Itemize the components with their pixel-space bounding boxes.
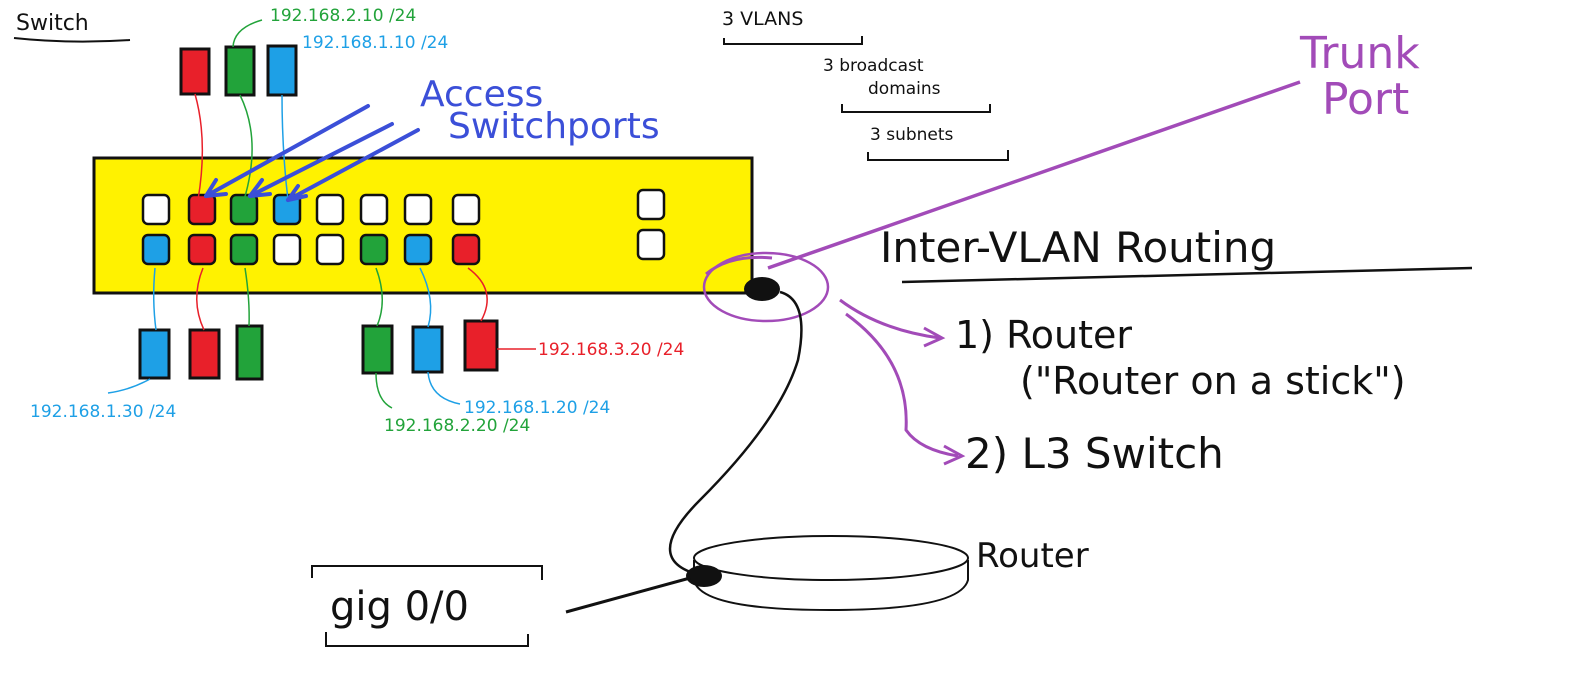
vlans-bracket: [723, 36, 863, 45]
cable-bottom-green-1: [244, 267, 250, 327]
port-top-7-white: [403, 193, 433, 226]
arrow-to-option-1: [839, 298, 941, 340]
trunk-port-circle: [702, 251, 830, 323]
host-bottom-red-2: [463, 319, 499, 372]
port-bottom-2-red: [187, 233, 217, 266]
broadcast-label-2: domains: [868, 79, 941, 99]
cable-bottom-green-2: [375, 267, 383, 327]
access-label-line2: Switchports: [448, 106, 660, 147]
interface-pointer: [565, 576, 691, 614]
router-uplink-cable: [668, 290, 803, 577]
switch-ports-top-row: [141, 193, 481, 226]
arrow-to-option-2-head: [943, 444, 966, 466]
subnets-label: 3 subnets: [870, 125, 954, 145]
host-blue-bottom-left-ip: 192.168.1.30 /24: [30, 402, 176, 422]
cable-top-green: [239, 94, 253, 201]
host-bottom-green-2: [361, 324, 394, 375]
host-green-bottom-ip: 192.168.2.20 /24: [384, 416, 530, 436]
port-top-1-white: [141, 193, 171, 226]
trunk-label-line1: Trunk: [1299, 28, 1420, 79]
router-port-connector: [686, 565, 722, 587]
host-top-green: [224, 45, 256, 97]
port-top-3-green: [229, 193, 259, 226]
access-arrows: [204, 104, 420, 202]
host-bottom-blue-1: [138, 328, 171, 380]
cable-bottom-blue-1: [152, 267, 157, 331]
broadcast-label-1: 3 broadcast: [823, 56, 924, 76]
router-body: [693, 560, 969, 612]
cable-bottom-blue-2: [419, 267, 432, 328]
interface-bracket-top: [311, 565, 543, 580]
intervlan-underline: [901, 266, 1473, 284]
option-2-l3-switch: 2) L3 Switch: [965, 429, 1224, 478]
port-bottom-4-white: [272, 233, 302, 266]
switch-title: Switch: [16, 11, 89, 36]
interface-bracket-bottom: [325, 632, 529, 647]
router-top: [693, 535, 969, 581]
green-top-leader: [232, 19, 263, 48]
leader-blue-bottom-2: [427, 371, 461, 405]
option-1-router-on-a-stick: ("Router on a stick"): [1020, 359, 1406, 403]
access-label-line1: Access: [420, 74, 543, 115]
arrow-to-option-2: [845, 312, 959, 458]
host-top-red: [179, 47, 211, 96]
cable-bottom-red-2: [467, 267, 488, 322]
port-top-2-red: [187, 193, 217, 226]
interface-label: gig 0/0: [330, 584, 469, 630]
host-red-bottom-ip: 192.168.3.20 /24: [538, 340, 684, 360]
router-label: Router: [976, 536, 1089, 576]
port-top-8-white: [451, 193, 481, 226]
host-blue-bottom-mid-ip: 192.168.1.20 /24: [464, 398, 610, 418]
cable-top-blue: [281, 94, 289, 201]
switch-uplink-ports: [636, 188, 666, 261]
leader-green-bottom: [375, 372, 393, 409]
leader-blue-bottom-1: [107, 378, 151, 394]
broadcast-bracket: [841, 104, 991, 113]
host-blue-top-ip: 192.168.1.10 /24: [302, 33, 448, 53]
switch-ports-bottom-row: [141, 233, 481, 266]
trunk-pointer-line: [767, 80, 1301, 270]
port-bottom-5-white: [315, 233, 345, 266]
cable-top-red: [194, 93, 204, 201]
port-bottom-6-green: [359, 233, 389, 266]
host-bottom-red-1: [188, 328, 221, 380]
intervlan-title: Inter-VLAN Routing: [880, 223, 1276, 272]
port-bottom-7-blue: [403, 233, 433, 266]
host-top-blue: [266, 44, 298, 97]
switch-title-underline: [13, 37, 131, 43]
port-top-6-white: [359, 193, 389, 226]
switch-body: [92, 156, 754, 295]
port-bottom-8-red: [451, 233, 481, 266]
host-green-top-ip: 192.168.2.10 /24: [270, 6, 416, 26]
cable-bottom-red-1: [196, 267, 205, 331]
uplink-port-1: [636, 188, 666, 221]
host-bottom-green-1: [235, 324, 264, 381]
port-top-5-white: [315, 193, 345, 226]
arrow-to-option-1-head: [923, 326, 946, 348]
host-bottom-blue-2: [411, 325, 444, 374]
port-bottom-3-green: [229, 233, 259, 266]
option-1-router: 1) Router: [955, 313, 1132, 357]
port-bottom-1-blue: [141, 233, 171, 266]
vlans-label: 3 VLANS: [722, 8, 803, 30]
trunk-label-line2: Port: [1322, 74, 1409, 125]
trunk-port-connector: [744, 277, 780, 301]
subnets-bracket: [867, 150, 1009, 161]
uplink-port-2: [636, 228, 666, 261]
